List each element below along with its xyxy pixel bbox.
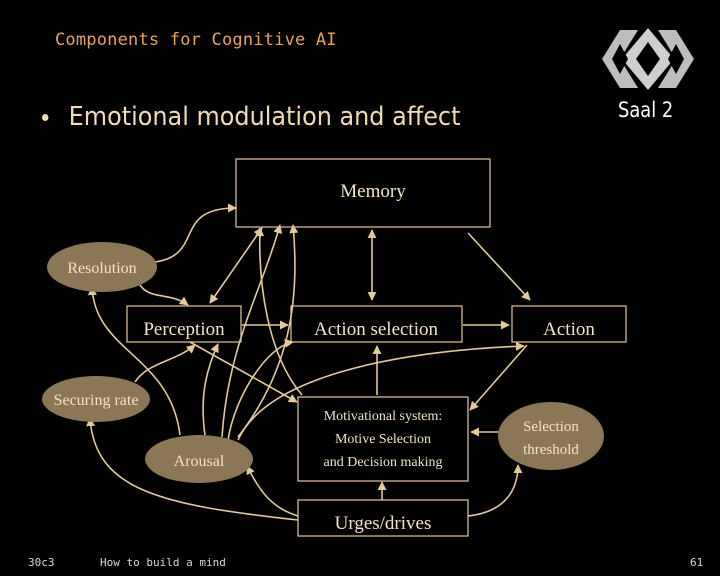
edge-urges-threshold [467, 464, 523, 517]
node-securing-rate: Securing rate [42, 376, 150, 422]
node-action-selection: Action selection [290, 305, 463, 343]
edge-arousal-actionselection [227, 338, 294, 441]
node-motivational-line-1: Motivational system: [324, 409, 443, 424]
edge-resolution-memory [154, 203, 237, 263]
node-arousal-label: Arousal [174, 453, 225, 470]
edge-arousal-perception [202, 343, 219, 436]
footer-event: 30c3 [28, 556, 55, 569]
footer-talk-title: How to build a mind [100, 556, 226, 569]
edge-urges-arousal [246, 465, 299, 517]
edge-urges-securingrate [86, 417, 299, 521]
node-resolution: Resolution [47, 242, 157, 292]
node-selection-threshold-line-2: threshold [523, 442, 579, 458]
edge-arousal-memory-2 [237, 224, 299, 438]
edge-perception-motivation [189, 341, 298, 403]
edge-arousal-resolution [87, 286, 181, 436]
node-motivational-line-2: Motive Selection [335, 432, 431, 447]
node-securing-rate-label: Securing rate [54, 392, 139, 409]
node-memory-label: Memory [340, 181, 406, 202]
node-urges-drives: Urges/drives [297, 499, 469, 537]
room-label: Saal 2 [618, 98, 674, 122]
node-selection-threshold: Selection threshold [498, 402, 604, 470]
slide-title: Components for Cognitive AI [55, 30, 337, 50]
node-action-selection-label: Action selection [314, 319, 438, 340]
node-memory: Memory [235, 158, 491, 228]
edge-memory-action [467, 232, 531, 301]
node-resolution-label: Resolution [67, 260, 136, 277]
edge-arousal-memory-1 [221, 224, 283, 438]
node-perception-label: Perception [143, 319, 225, 340]
footer-page-number: 61 [690, 556, 704, 569]
edge-motivation-memory [255, 227, 303, 396]
node-action: Action [511, 305, 627, 343]
edge-resolution-perception [139, 284, 189, 306]
bullet-icon [42, 113, 49, 121]
bullet-point: Emotional modulation and affect [42, 102, 460, 132]
logo-icon [602, 28, 694, 90]
node-motivational-system: Motivational system: Motive Selection an… [297, 396, 469, 482]
edge-arousal-action [237, 341, 525, 441]
node-urges-drives-label: Urges/drives [335, 513, 432, 534]
edge-securingrate-perception [134, 344, 196, 383]
node-action-label: Action [543, 319, 595, 340]
node-motivational-line-3: and Decision making [324, 455, 443, 470]
edge-action-motivation [469, 344, 528, 411]
node-selection-threshold-line-1: Selection [523, 419, 579, 435]
edge-memory-perception [209, 227, 263, 304]
edges [86, 203, 531, 521]
node-perception: Perception [126, 305, 242, 343]
bullet-text: Emotional modulation and affect [68, 102, 461, 132]
node-arousal: Arousal [145, 435, 253, 483]
